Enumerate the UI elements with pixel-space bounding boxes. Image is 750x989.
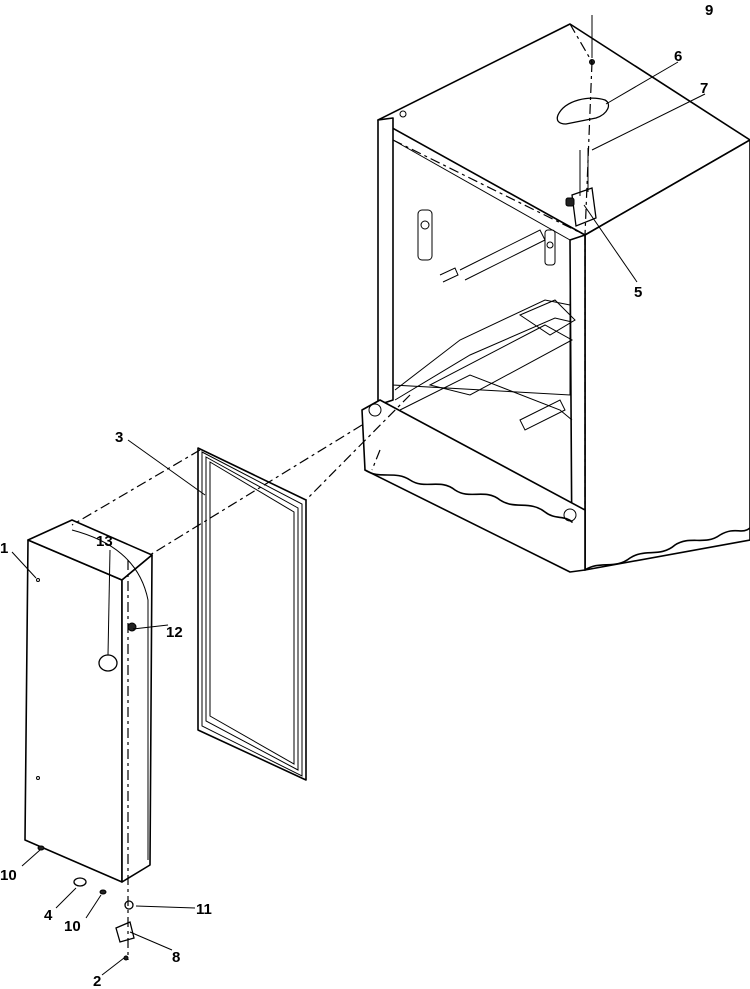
callout-12: 12 bbox=[166, 624, 183, 641]
callout-8: 8 bbox=[172, 949, 180, 966]
callout-7: 7 bbox=[700, 80, 708, 97]
callout-3: 3 bbox=[115, 429, 123, 446]
alignment-lines bbox=[71, 23, 750, 960]
callout-10-bottom: 10 bbox=[64, 918, 81, 935]
door-hardware bbox=[37, 845, 135, 961]
door-gasket bbox=[197, 447, 307, 781]
leader-lines bbox=[11, 15, 706, 976]
callout-11: 11 bbox=[196, 901, 212, 918]
callout-5: 5 bbox=[634, 284, 642, 301]
callout-10-left: 10 bbox=[0, 867, 17, 884]
callout-13: 13 bbox=[96, 533, 113, 550]
hinge-cover bbox=[556, 97, 610, 125]
callout-2: 2 bbox=[93, 973, 101, 989]
refrigerator-cabinet bbox=[361, 23, 750, 573]
callout-labels: 1 2 3 4 5 6 7 8 9 10 10 11 12 13 bbox=[0, 2, 713, 989]
callout-1: 1 bbox=[0, 540, 8, 557]
freezer-door bbox=[24, 519, 153, 883]
callout-6: 6 bbox=[674, 48, 682, 65]
callout-9: 9 bbox=[705, 2, 713, 19]
callout-4: 4 bbox=[44, 907, 53, 924]
